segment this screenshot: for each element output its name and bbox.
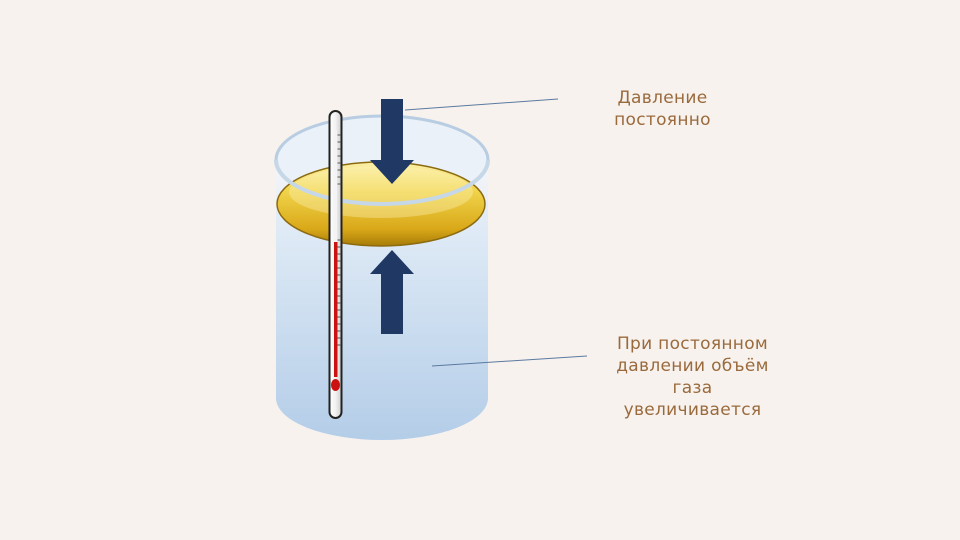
volume-label-line3: газа xyxy=(672,378,713,398)
down-arrow-icon xyxy=(370,99,414,184)
volume-leader-line xyxy=(431,355,588,367)
volume-label-line4: увеличивается xyxy=(623,400,762,420)
pressure-label-line2: постоянно xyxy=(614,110,711,130)
pressure-label: Давление постоянно xyxy=(560,87,765,131)
pressure-leader-line xyxy=(404,98,559,111)
volume-label: При постоянном давлении объём газа увели… xyxy=(590,333,795,421)
thermometer-icon xyxy=(328,110,343,419)
volume-label-line1: При постоянном xyxy=(616,334,769,354)
pressure-label-line1: Давление xyxy=(617,88,708,108)
up-arrow-icon xyxy=(370,250,414,334)
volume-label-line2: давлении объём xyxy=(616,356,769,376)
mercury-column xyxy=(334,242,338,377)
